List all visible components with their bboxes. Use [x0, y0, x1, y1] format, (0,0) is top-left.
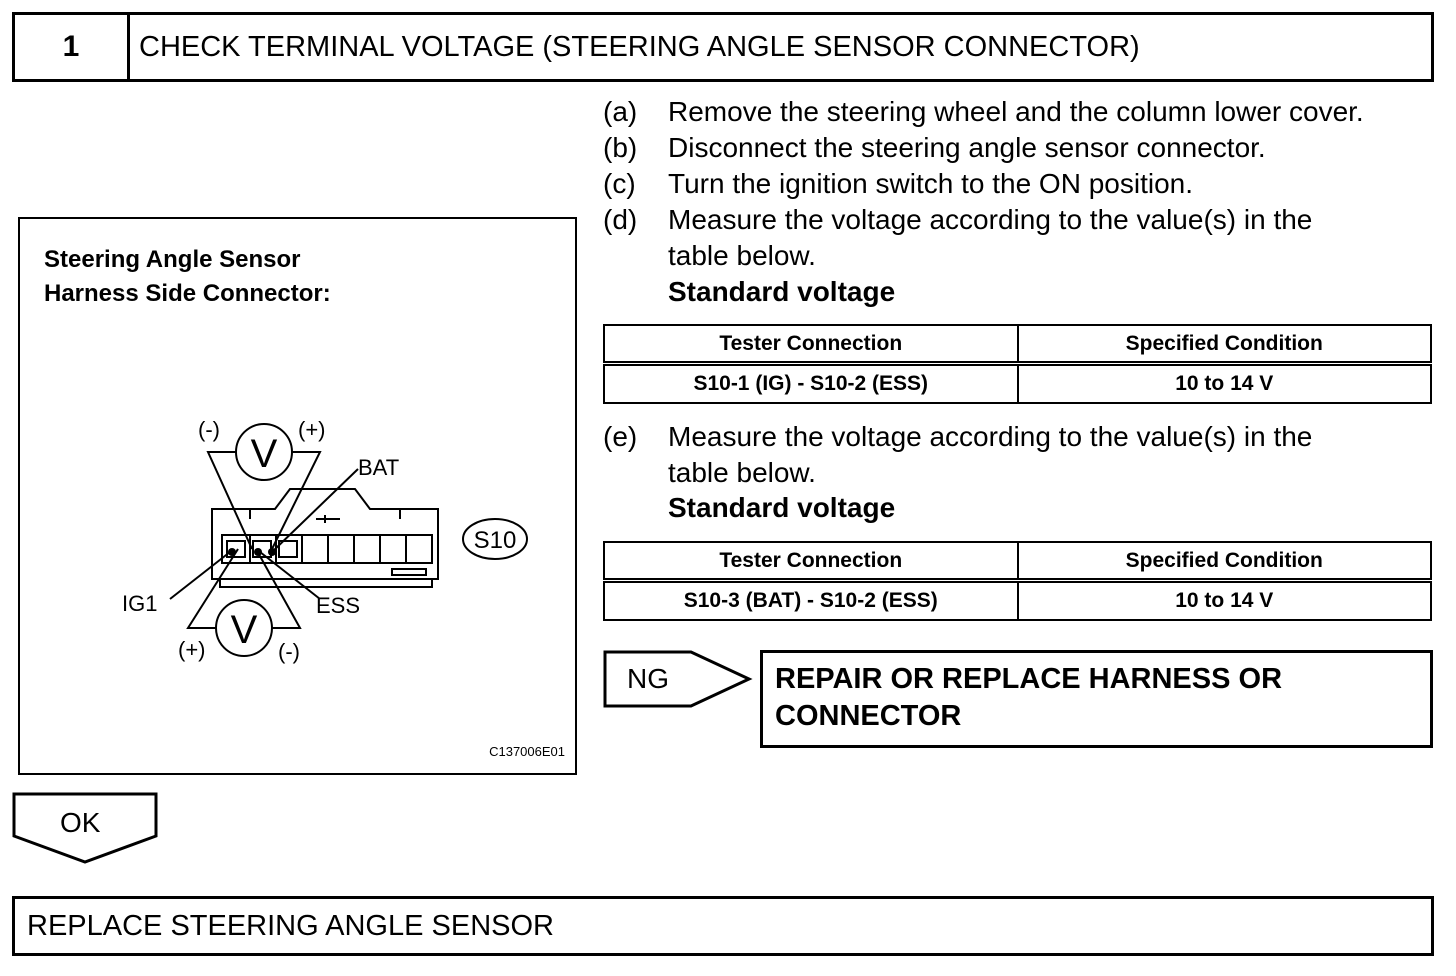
ng-action-line2: CONNECTOR [775, 700, 962, 732]
step-label: (c) [603, 168, 636, 199]
final-action-box: REPLACE STEERING ANGLE SENSOR [12, 896, 1434, 956]
step-text: Disconnect the steering angle sensor con… [668, 132, 1266, 163]
table-header-cell: Specified Condition [1016, 541, 1432, 583]
ng-label: NG [627, 663, 669, 694]
voltmeter-top-symbol: V [251, 432, 278, 476]
step-number: 1 [15, 15, 130, 79]
step-text-cont: table below. [668, 457, 816, 488]
ok-arrow-icon: OK [12, 792, 158, 864]
step-text: Turn the ignition switch to the ON posit… [668, 168, 1193, 199]
lead-top-neg [206, 451, 253, 550]
table-cell: 10 to 14 V [1016, 579, 1432, 621]
label-ig1: IG1 [122, 591, 157, 616]
table-row: S10-3 (BAT) - S10-2 (ESS) 10 to 14 V [603, 579, 1432, 621]
connector-diagram: V V (-) (+) BAT IG1 ESS S10 (+) (-) [122, 417, 528, 664]
label-top-neg: (-) [198, 417, 220, 442]
table-cell: S10-1 (IG) - S10-2 (ESS) [603, 362, 1019, 404]
step-text: Measure the voltage according to the val… [668, 204, 1313, 235]
table-header-row: Tester Connection Specified Condition [603, 324, 1432, 366]
voltage-table-1: Tester Connection Specified Condition S1… [603, 324, 1432, 404]
step-header: 1 CHECK TERMINAL VOLTAGE (STEERING ANGLE… [12, 12, 1434, 82]
step-text: Remove the steering wheel and the column… [668, 96, 1364, 127]
label-bat: BAT [358, 455, 399, 480]
ng-action-box: REPAIR OR REPLACE HARNESS OR CONNECTOR [760, 650, 1433, 748]
standard-voltage-heading-2: Standard voltage [668, 492, 896, 523]
figure-caption: Steering Angle Sensor Harness Side Conne… [44, 243, 331, 311]
connector-figure: Steering Angle Sensor Harness Side Conne… [18, 217, 577, 775]
step-title: CHECK TERMINAL VOLTAGE (STEERING ANGLE S… [139, 30, 1140, 63]
callout-ess [259, 551, 321, 600]
connector-code-badge [462, 518, 528, 560]
lead-bottom-neg [255, 548, 302, 629]
ng-action-line1: REPAIR OR REPLACE HARNESS OR [775, 663, 1283, 695]
standard-voltage-heading-1: Standard voltage [668, 276, 896, 307]
table-header-cell: Specified Condition [1016, 324, 1432, 366]
step-label: (e) [603, 421, 638, 452]
voltmeter-bottom-symbol: V [231, 608, 258, 652]
step-label: (d) [603, 204, 638, 235]
lead-top-pos [271, 451, 322, 550]
figure-id: C137006E01 [489, 744, 565, 759]
table-header-cell: Tester Connection [603, 541, 1019, 583]
ok-label: OK [60, 807, 101, 838]
label-top-pos: (+) [298, 417, 326, 442]
voltage-table-2: Tester Connection Specified Condition S1… [603, 541, 1432, 621]
label-bottom-neg: (-) [278, 639, 300, 664]
ng-action-text: REPAIR OR REPLACE HARNESS OR CONNECTOR [775, 661, 1282, 735]
callout-bat [271, 468, 359, 553]
step-text-cont: table below. [668, 240, 816, 271]
ng-arrow-icon: NG [603, 650, 753, 708]
step-text: Measure the voltage according to the val… [668, 421, 1313, 452]
label-ess: ESS [316, 593, 360, 618]
table-row: S10-1 (IG) - S10-2 (ESS) 10 to 14 V [603, 362, 1432, 404]
step-label: (a) [603, 96, 638, 127]
table-cell: 10 to 14 V [1016, 362, 1432, 404]
callout-ig1 [169, 551, 231, 600]
table-header-cell: Tester Connection [603, 324, 1019, 366]
figure-caption-line2: Harness Side Connector: [44, 280, 331, 307]
label-connector-code: S10 [474, 527, 517, 554]
figure-caption-line1: Steering Angle Sensor [44, 246, 301, 273]
step-label: (b) [603, 132, 638, 163]
connector-housing [211, 488, 439, 580]
lead-bottom-pos [186, 548, 239, 629]
final-action-text: REPLACE STEERING ANGLE SENSOR [27, 909, 554, 942]
table-cell: S10-3 (BAT) - S10-2 (ESS) [603, 579, 1019, 621]
label-bottom-pos: (+) [178, 637, 206, 662]
table-header-row: Tester Connection Specified Condition [603, 541, 1432, 583]
